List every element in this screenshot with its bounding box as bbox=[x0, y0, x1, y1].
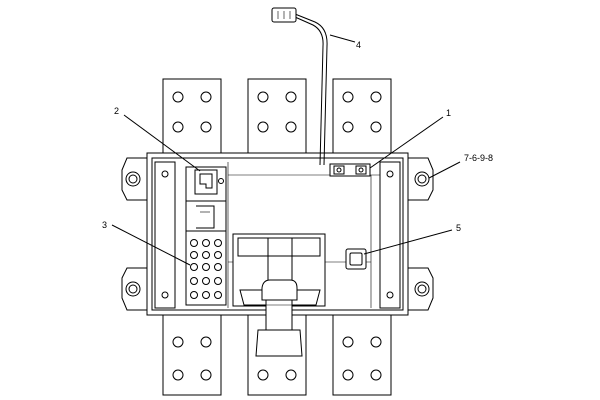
busbar-top-center bbox=[247, 78, 307, 155]
leader-5 bbox=[363, 229, 453, 255]
terminal-connectors bbox=[329, 163, 371, 177]
pushbutton bbox=[345, 248, 367, 270]
busbar-bottom-left bbox=[162, 312, 222, 396]
busbar-top-left bbox=[162, 78, 222, 155]
leader-2 bbox=[123, 114, 201, 172]
leader-1 bbox=[369, 116, 444, 169]
mounting-ears bbox=[121, 157, 434, 311]
housing-screws bbox=[161, 170, 394, 299]
busbar-bottom-right bbox=[332, 312, 392, 396]
callout-5: 5 bbox=[456, 223, 461, 233]
callout-4: 4 bbox=[356, 40, 361, 50]
callout-1: 1 bbox=[446, 108, 451, 118]
accessory-module bbox=[185, 166, 227, 232]
leader-4 bbox=[329, 34, 356, 43]
callout-3: 3 bbox=[102, 220, 107, 230]
leader-lines bbox=[111, 34, 461, 266]
busbar-top-right bbox=[332, 78, 392, 155]
cable-assembly bbox=[271, 7, 328, 166]
operating-handle bbox=[232, 233, 326, 357]
callout-2: 2 bbox=[114, 106, 119, 116]
auxiliary-switch-block bbox=[185, 230, 227, 306]
leader-3 bbox=[111, 224, 191, 266]
top-busbars bbox=[162, 78, 392, 155]
callout-7-6-9-8: 7-6-9-8 bbox=[464, 153, 493, 163]
leader-7-6-9-8 bbox=[428, 161, 461, 179]
